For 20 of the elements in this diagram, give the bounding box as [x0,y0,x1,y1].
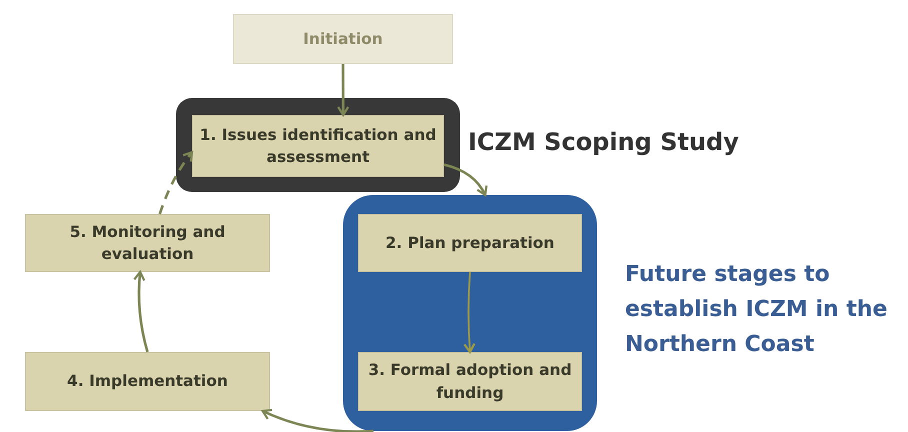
process-box [233,14,453,64]
arrow [337,64,350,116]
arrow [133,270,149,352]
step-label: 5. Monitoring and evaluation [68,222,226,265]
step-label: 3. Formal adoption and funding [367,360,573,404]
process-box [192,115,444,177]
stage-heading: ICZM Scoping Study [468,128,740,157]
step-label: 1. Issues identification and assessment [199,124,437,168]
step-label: 2. Plan preparation [386,232,554,254]
stage-heading: Future stages to establish ICZM in the Northern Coast [625,261,888,360]
arrow [463,272,476,354]
process-box [25,352,270,411]
arrow [158,151,194,214]
process-box [358,214,582,272]
arrow [444,163,488,196]
process-box [358,352,582,411]
step-label: 4. Implementation [67,371,228,392]
step-label: Initiation [303,30,383,48]
process-box [25,214,270,272]
arrow [262,408,374,432]
